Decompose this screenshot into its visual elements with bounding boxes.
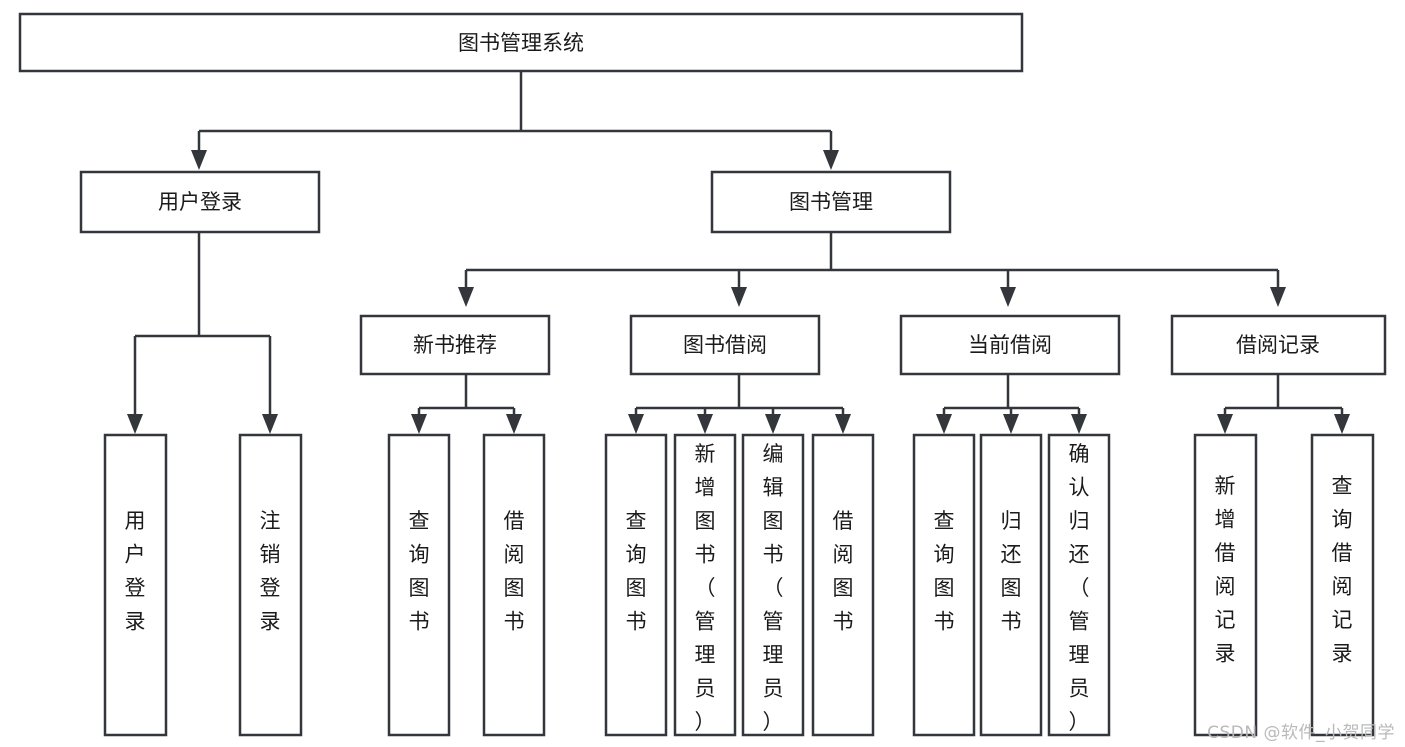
node-leaf-query-book-2-label: 查询图书 bbox=[626, 509, 647, 634]
connector-group-current-borrow bbox=[936, 373, 1087, 434]
node-leaf-query-book-3[interactable]: 查询图书 bbox=[912, 433, 976, 737]
node-leaf-query-book-3-box[interactable] bbox=[912, 433, 976, 737]
node-new-book-rec-box[interactable] bbox=[359, 314, 551, 376]
node-new-book-rec[interactable]: 新书推荐 bbox=[359, 314, 551, 376]
node-leaf-confirm-return-box[interactable] bbox=[1047, 433, 1111, 737]
node-leaf-query-book-1-label: 查询图书 bbox=[409, 509, 430, 634]
node-leaf-borrow-book-1-box[interactable] bbox=[482, 433, 546, 737]
node-root-box[interactable] bbox=[18, 12, 1024, 73]
arrow-head-user-login bbox=[191, 150, 207, 170]
node-leaf-edit-book-box[interactable] bbox=[741, 433, 805, 737]
connector-group-new-book-rec bbox=[411, 373, 522, 434]
node-leaf-return-book-label: 归还图书 bbox=[1001, 509, 1022, 634]
node-book-mgmt[interactable]: 图书管理 bbox=[710, 170, 952, 234]
node-leaf-user-login-box[interactable] bbox=[103, 433, 168, 737]
node-leaf-query-book-1[interactable]: 查询图书 bbox=[387, 433, 451, 737]
connector-group-book-mgmt bbox=[458, 233, 1286, 307]
arrow-head-leaf-logout bbox=[262, 414, 278, 434]
node-leaf-query-book-1-box[interactable] bbox=[387, 433, 451, 737]
node-leaf-borrow-book-2[interactable]: 借阅图书 bbox=[811, 433, 875, 737]
node-leaf-return-book[interactable]: 归还图书 bbox=[979, 433, 1043, 737]
node-user-login-box[interactable] bbox=[79, 170, 321, 234]
node-leaf-query-book-2-box[interactable] bbox=[604, 433, 668, 737]
node-leaf-logout-label: 注销登录 bbox=[260, 509, 281, 634]
node-leaf-borrow-book-2-box[interactable] bbox=[811, 433, 875, 737]
node-current-borrow-label: 当前借阅 bbox=[968, 333, 1052, 357]
arrow-head-leaf-query-book-3 bbox=[936, 414, 952, 434]
arrow-head-leaf-borrow-book-1 bbox=[506, 414, 522, 434]
node-leaf-confirm-return[interactable]: 确认归还（管理员） bbox=[1047, 433, 1111, 737]
arrow-head-leaf-edit-book bbox=[765, 414, 781, 434]
node-current-borrow[interactable]: 当前借阅 bbox=[899, 314, 1121, 376]
node-leaf-edit-book[interactable]: 编辑图书（管理员） bbox=[741, 433, 805, 737]
arrow-head-book-mgmt bbox=[823, 150, 839, 170]
connector-group-book-borrow bbox=[628, 373, 851, 434]
node-leaf-logout-box[interactable] bbox=[238, 433, 303, 737]
node-leaf-add-record[interactable]: 新增借阅记录 bbox=[1193, 433, 1258, 737]
node-leaf-user-login[interactable]: 用户登录 bbox=[103, 433, 168, 737]
node-new-book-rec-label: 新书推荐 bbox=[413, 333, 497, 357]
node-leaf-query-record-label: 查询借阅记录 bbox=[1332, 474, 1353, 666]
node-leaf-query-book-3-label: 查询图书 bbox=[934, 509, 955, 634]
arrow-head-current-borrow bbox=[1000, 287, 1016, 307]
connector-group-borrow-record bbox=[1217, 373, 1350, 434]
node-leaf-return-book-box[interactable] bbox=[979, 433, 1043, 737]
node-leaf-edit-book-label: 编辑图书（管理员） bbox=[763, 442, 784, 734]
node-leaf-add-book-box[interactable] bbox=[673, 433, 737, 737]
node-leaf-borrow-book-2-label: 借阅图书 bbox=[833, 509, 854, 634]
arrow-head-leaf-query-book-1 bbox=[411, 414, 427, 434]
connector-group-user-login bbox=[127, 233, 278, 434]
arrow-head-leaf-user-login bbox=[127, 414, 143, 434]
node-leaf-logout[interactable]: 注销登录 bbox=[238, 433, 303, 737]
csdn-watermark: CSDN @软件_小贺同学 bbox=[1207, 723, 1395, 743]
node-leaf-add-record-label: 新增借阅记录 bbox=[1215, 474, 1236, 666]
arrow-head-leaf-query-record bbox=[1334, 414, 1350, 434]
node-leaf-query-book-2[interactable]: 查询图书 bbox=[604, 433, 668, 737]
node-book-borrow-box[interactable] bbox=[629, 314, 821, 376]
node-book-mgmt-box[interactable] bbox=[710, 170, 952, 234]
node-leaf-confirm-return-label: 确认归还（管理员） bbox=[1069, 442, 1090, 734]
node-leaf-borrow-book-1-label: 借阅图书 bbox=[504, 509, 525, 634]
node-leaf-add-book-label: 新增图书（管理员） bbox=[695, 442, 716, 734]
node-borrow-record-box[interactable] bbox=[1170, 314, 1387, 376]
node-borrow-record-label: 借阅记录 bbox=[1236, 333, 1320, 357]
node-leaf-borrow-book-1[interactable]: 借阅图书 bbox=[482, 433, 546, 737]
node-leaf-query-record-box[interactable] bbox=[1310, 433, 1375, 737]
node-user-login[interactable]: 用户登录 bbox=[79, 170, 321, 234]
node-current-borrow-box[interactable] bbox=[899, 314, 1121, 376]
arrow-head-book-borrow bbox=[731, 287, 747, 307]
node-book-mgmt-label: 图书管理 bbox=[789, 190, 873, 214]
arrow-head-borrow-record bbox=[1270, 287, 1286, 307]
node-user-login-label: 用户登录 bbox=[158, 190, 242, 214]
arrow-head-leaf-add-book bbox=[697, 414, 713, 434]
node-root-label: 图书管理系统 bbox=[458, 31, 584, 55]
arrow-head-leaf-return-book bbox=[1003, 414, 1019, 434]
arrow-head-leaf-query-book-2 bbox=[628, 414, 644, 434]
node-book-borrow-label: 图书借阅 bbox=[683, 333, 767, 357]
node-root[interactable]: 图书管理系统 bbox=[18, 12, 1024, 73]
node-leaf-add-record-box[interactable] bbox=[1193, 433, 1258, 737]
connector-group-root bbox=[191, 71, 839, 170]
arrow-head-leaf-add-record bbox=[1217, 414, 1233, 434]
arrow-head-new-book-rec bbox=[458, 287, 474, 307]
arrow-head-leaf-confirm-return bbox=[1071, 414, 1087, 434]
node-leaf-user-login-label: 用户登录 bbox=[125, 509, 146, 634]
node-book-borrow[interactable]: 图书借阅 bbox=[629, 314, 821, 376]
node-leaf-add-book[interactable]: 新增图书（管理员） bbox=[673, 433, 737, 737]
node-borrow-record[interactable]: 借阅记录 bbox=[1170, 314, 1387, 376]
node-leaf-query-record[interactable]: 查询借阅记录 bbox=[1310, 433, 1375, 737]
arrow-head-leaf-borrow-book-2 bbox=[835, 414, 851, 434]
